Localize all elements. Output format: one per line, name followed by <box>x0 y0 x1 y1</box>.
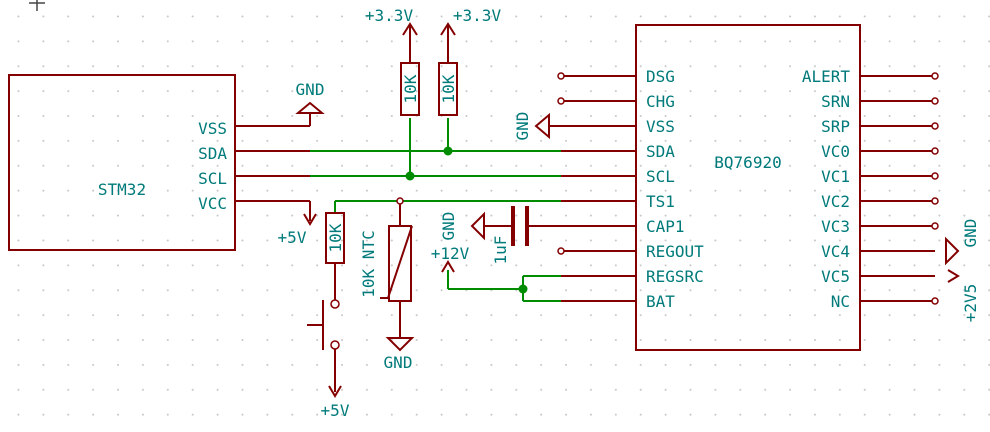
resistor-r1[interactable]: 10K <box>400 38 420 116</box>
bq-pin-vc5: VC5 <box>821 267 850 286</box>
power-3v3-b-label: +3.3V <box>453 6 502 25</box>
bq-left-pin-stubs <box>561 75 636 302</box>
bq-pin-dsg: DSG <box>646 67 675 86</box>
power-5v-top[interactable]: +5V <box>278 213 317 247</box>
bq-pin-vc4: VC4 <box>821 242 850 261</box>
bq76920-body <box>635 24 861 351</box>
power-3v3-a-label: +3.3V <box>365 6 414 25</box>
stm32-pin-vss: VSS <box>198 119 227 138</box>
resistor-r3-value: 10K <box>326 223 345 252</box>
bq-chg-open-end <box>557 97 565 105</box>
stm32-component[interactable]: STM32 VSS SDA SCL VCC <box>8 74 236 251</box>
power-5v-bottom[interactable]: +5V <box>321 385 350 420</box>
bq-regout-open-end <box>557 247 565 255</box>
gnd-stm32[interactable]: GND <box>295 80 325 114</box>
stm32-pin-sda: SDA <box>198 144 227 163</box>
bq-pin-vc3: VC3 <box>821 217 850 236</box>
gnd-vc4[interactable]: GND <box>945 219 980 266</box>
stm32-pin-vcc: VCC <box>198 194 227 213</box>
bq-alert-open-end <box>931 72 939 80</box>
capacitor-label: 1uF <box>491 236 510 265</box>
bq-pin-alert: ALERT <box>802 67 851 86</box>
crosshair-cursor <box>29 0 45 11</box>
push-button[interactable] <box>307 299 340 350</box>
gnd-ntc-label: GND <box>384 353 413 372</box>
bq-pin-srn: SRN <box>821 92 850 111</box>
power-12v-label: +12V <box>431 244 470 263</box>
ntc-label: 10K NTC <box>359 230 378 297</box>
power-5v-top-label: +5V <box>278 228 307 247</box>
bq-right-pin-stubs <box>860 75 935 302</box>
power-3v3-a[interactable]: +3.3V <box>365 6 418 38</box>
bq-pin-chg: CHG <box>646 92 675 111</box>
bq-vc0-open-end <box>931 147 939 155</box>
bq-pin-regout: REGOUT <box>646 242 704 261</box>
resistor-r2-value: 10K <box>439 74 458 103</box>
bq-pin-nc: NC <box>831 292 850 311</box>
bq-pin-vc1: VC1 <box>821 167 850 186</box>
bq-srn-open-end <box>931 97 939 105</box>
wires <box>235 113 561 392</box>
gnd-cap-label: GND <box>439 212 458 241</box>
resistor-r3[interactable]: 10K <box>325 212 345 264</box>
bq-vc2-open-end <box>931 197 939 205</box>
bq-pin-regsrc: REGSRC <box>646 267 704 286</box>
bq-pin-bat: BAT <box>646 292 675 311</box>
gnd-bq-vss-label: GND <box>513 112 532 141</box>
bq-pin-scl: SCL <box>646 167 675 186</box>
bq-pin-ts1: TS1 <box>646 192 675 211</box>
gnd-ntc[interactable]: GND <box>384 337 415 372</box>
stm32-pin-scl: SCL <box>198 169 227 188</box>
gnd-stm32-label: GND <box>296 80 325 99</box>
resistor-r2[interactable]: 10K <box>438 38 458 116</box>
power-3v3-b[interactable]: +3.3V <box>440 6 502 38</box>
capacitor-1uf[interactable]: 1uF <box>491 206 529 265</box>
stm32-label: STM32 <box>98 180 146 199</box>
bq-pin-srp: SRP <box>821 117 850 136</box>
power-2v5[interactable]: +2V5 <box>947 269 980 323</box>
junction-regsrc-bat <box>518 284 528 294</box>
bq76920-label: BQ76920 <box>714 153 781 172</box>
bq-pin-vss: VSS <box>646 117 675 136</box>
bq-pin-vc2: VC2 <box>821 192 850 211</box>
resistor-r1-value: 10K <box>401 74 420 103</box>
power-5v-bottom-label: +5V <box>321 401 350 420</box>
junction-sda-pullup <box>443 146 453 156</box>
gnd-vc4-label: GND <box>961 219 980 248</box>
bq-srp-open-end <box>931 122 939 130</box>
ntc-thermistor[interactable]: 10K NTC <box>359 197 413 302</box>
bq-vc1-open-end <box>931 172 939 180</box>
gnd-cap[interactable]: GND <box>439 212 485 241</box>
bq-dsg-open-end <box>557 72 565 80</box>
stm32-body <box>8 74 236 251</box>
bq-pin-sda: SDA <box>646 142 675 161</box>
bq-nc-open-end <box>931 297 939 305</box>
bq-pin-vc0: VC0 <box>821 142 850 161</box>
gnd-bq-vss[interactable]: GND <box>513 112 561 141</box>
bq-pin-cap1: CAP1 <box>646 217 685 236</box>
power-2v5-label: +2V5 <box>961 284 980 323</box>
bq76920-component[interactable]: BQ76920 DSG CHG VSS SDA SCL TS1 CAP1 REG… <box>635 24 861 351</box>
power-12v[interactable]: +12V <box>431 244 470 273</box>
bq-vc3-open-end <box>931 222 939 230</box>
junction-scl-pullup <box>405 171 415 181</box>
